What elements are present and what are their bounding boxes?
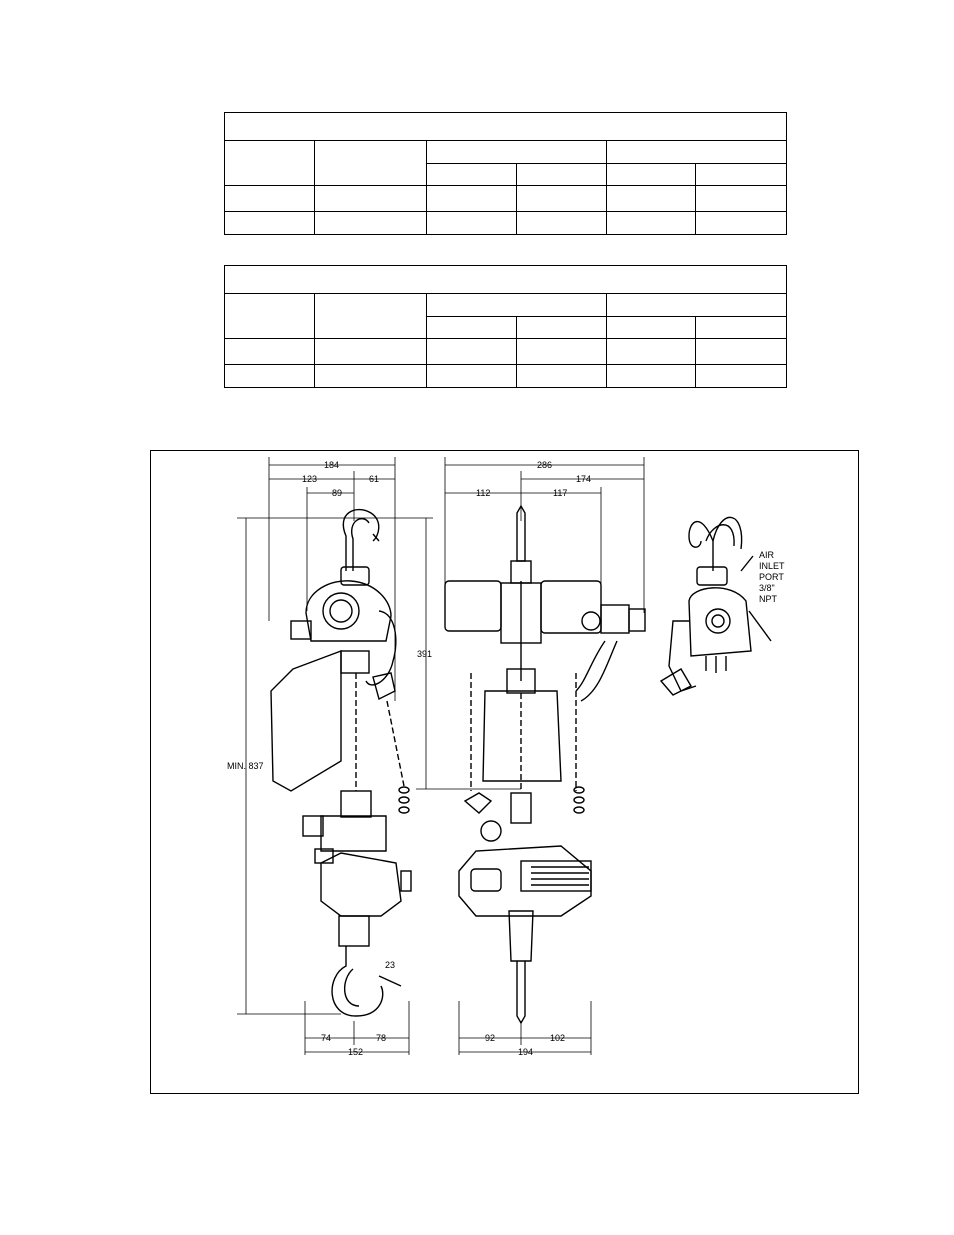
hoist-front-view (444, 504, 646, 1025)
spec-table-1 (223, 112, 788, 235)
hoist-rear-view (659, 516, 772, 696)
dim-286: 286 (537, 460, 552, 470)
table-title (223, 265, 788, 294)
dim-78: 78 (376, 1033, 386, 1043)
air-inlet-label: AIR INLET PORT 3/8" NPT (759, 550, 785, 604)
table-header-cell (426, 293, 607, 317)
dim-117: 117 (553, 488, 567, 498)
vertical-dimensions (237, 517, 521, 1015)
dim-74: 74 (321, 1033, 331, 1043)
table-header-cell (605, 293, 788, 317)
table-header-cell (224, 293, 315, 339)
table-header-cell (314, 140, 427, 186)
table-cell (694, 211, 788, 235)
table-cell (426, 185, 517, 212)
dim-152: 152 (348, 1047, 363, 1057)
table-subheader-cell (516, 316, 607, 339)
left-view-top-dimensions (268, 457, 396, 701)
dim-23: 23 (385, 960, 395, 970)
bottom-dimensions (304, 1001, 592, 1055)
dimension-drawing-frame: 184 123 89 61 286 174 112 117 391 MIN. 8… (150, 450, 859, 1094)
table-cell (694, 185, 788, 212)
dim-89: 89 (332, 488, 342, 498)
dim-194: 194 (518, 1047, 533, 1057)
table-header-cell (426, 140, 607, 164)
svg-text:3/8": 3/8" (759, 583, 775, 593)
dim-min-837: MIN. 837 (227, 761, 264, 771)
table-cell (426, 211, 517, 235)
dim-174: 174 (576, 474, 591, 484)
table-row (224, 338, 788, 365)
table-cell (606, 185, 696, 212)
table-cell (426, 338, 517, 365)
table-cell (314, 338, 427, 365)
table-cell (224, 338, 315, 365)
table-cell (516, 185, 607, 212)
table-row (224, 211, 788, 235)
table-cell (426, 364, 517, 388)
table-subheader-cell (694, 316, 788, 339)
table-subheader-cell (426, 163, 517, 186)
table-subheader-cell (694, 163, 788, 186)
table-cell (516, 364, 607, 388)
table-title (223, 112, 788, 141)
svg-text:INLET: INLET (759, 561, 785, 571)
table-cell (224, 211, 315, 235)
table-cell (314, 185, 427, 212)
hoist-dimension-drawing: 184 123 89 61 286 174 112 117 391 MIN. 8… (227, 457, 785, 1057)
table-cell (606, 364, 696, 388)
table-header-cell (314, 293, 427, 339)
dim-92: 92 (485, 1033, 495, 1043)
table-subheader-cell (606, 316, 696, 339)
table-cell (314, 211, 427, 235)
dim-184: 184 (324, 460, 339, 470)
table-header-cell (224, 140, 315, 186)
table-subheader-cell (426, 316, 517, 339)
table-cell (516, 211, 607, 235)
table-cell (606, 338, 696, 365)
table-subheader-cell (606, 163, 696, 186)
hoist-side-view (270, 508, 412, 1017)
table-cell (516, 338, 607, 365)
dim-102: 102 (550, 1033, 565, 1043)
table-cell (606, 211, 696, 235)
dim-391: 391 (417, 649, 432, 659)
table-subheader-cell (516, 163, 607, 186)
center-view-top-dimensions (444, 457, 645, 613)
svg-text:NPT: NPT (759, 594, 778, 604)
spec-table-2 (223, 265, 788, 388)
table-row (224, 364, 788, 388)
table-cell (224, 185, 315, 212)
dim-112: 112 (476, 488, 490, 498)
table-cell (694, 338, 788, 365)
table-row (224, 185, 788, 212)
dim-61: 61 (369, 474, 379, 484)
table-header-cell (605, 140, 788, 164)
svg-text:PORT: PORT (759, 572, 784, 582)
table-cell (224, 364, 315, 388)
svg-text:AIR: AIR (759, 550, 775, 560)
table-cell (314, 364, 427, 388)
table-cell (694, 364, 788, 388)
dim-123: 123 (302, 474, 317, 484)
